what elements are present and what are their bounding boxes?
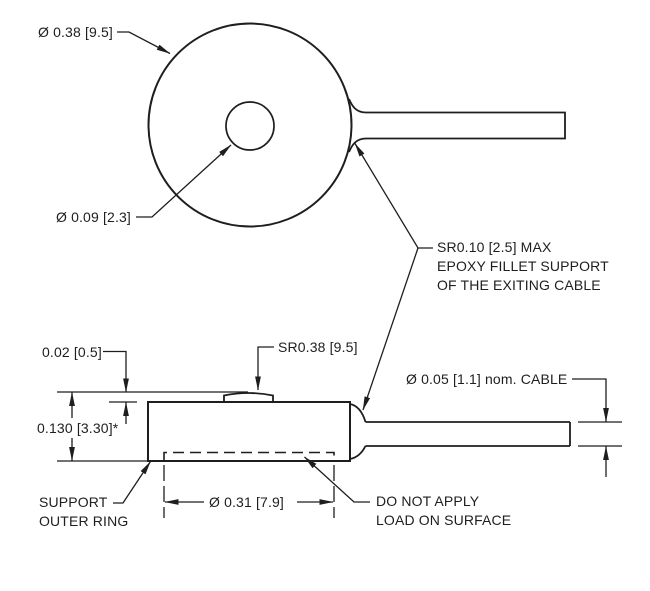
leader-support-outer-ring	[113, 461, 152, 504]
cable-diameter-label: Ø 0.05 [1.1] nom. CABLE	[406, 371, 568, 387]
dim-cap-height-upper-arrow	[103, 350, 129, 393]
top-epoxy-fillet-lower	[348, 137, 367, 153]
leader-outer-diameter	[117, 31, 171, 55]
do-not-apply-line2: LOAD ON SURFACE	[376, 512, 512, 528]
epoxy-fillet-note-line3: OF THE EXITING CABLE	[437, 277, 601, 293]
total-height-label: 0.130 [3.30]*	[36, 419, 120, 436]
leaders-and-dimensions	[69, 31, 609, 505]
side-epoxy-fillet-upper	[349, 403, 367, 423]
extension-lines	[57, 391, 622, 518]
dim-cable-upper-arrow	[572, 378, 609, 422]
side-cable-outline	[365, 421, 571, 447]
top-view	[147, 22, 566, 228]
side-load-surface-dashed	[163, 451, 335, 461]
outer-body-circle	[147, 22, 353, 228]
top-cable-outline	[366, 111, 566, 140]
side-view	[147, 392, 571, 462]
load-surface-diameter-label: Ø 0.31 [7.9]	[208, 494, 285, 510]
epoxy-fillet-note-line1: SR0.10 [2.5] MAX	[437, 239, 552, 255]
leader-epoxy-to-side-view	[362, 247, 419, 411]
side-body-outline	[147, 401, 351, 462]
support-outer-ring-line1: SUPPORT	[39, 494, 108, 510]
support-outer-ring-line2: OUTER RING	[39, 513, 129, 529]
leader-cap-radius	[255, 346, 274, 391]
do-not-apply-line1: DO NOT APPLY	[376, 493, 480, 509]
outer-diameter-label: Ø 0.38 [9.5]	[38, 23, 113, 40]
epoxy-fillet-note-line2: EPOXY FILLET SUPPORT	[437, 258, 609, 274]
ext-lines-cable	[578, 421, 622, 447]
do-not-apply-label: DO NOT APPLY LOAD ON SURFACE	[376, 492, 511, 530]
support-outer-ring-label: SUPPORT OUTER RING	[39, 493, 128, 531]
leader-do-not-apply	[304, 456, 370, 503]
side-epoxy-fillet-lower	[349, 445, 367, 460]
epoxy-fillet-note: SR0.10 [2.5] MAX EPOXY FILLET SUPPORT OF…	[437, 238, 609, 295]
side-spherical-cap	[223, 392, 274, 402]
hole-diameter-label: Ø 0.09 [2.3]	[56, 208, 131, 225]
cap-height-label: 0.02 [0.5]	[42, 343, 102, 360]
center-hole-circle	[225, 101, 275, 151]
top-epoxy-fillet-upper	[348, 98, 367, 114]
cap-radius-label: SR0.38 [9.5]	[278, 339, 358, 355]
leader-epoxy-to-top-view	[354, 143, 433, 249]
leader-hole-diameter	[136, 144, 232, 218]
ext-lines-load-surface	[163, 465, 335, 518]
